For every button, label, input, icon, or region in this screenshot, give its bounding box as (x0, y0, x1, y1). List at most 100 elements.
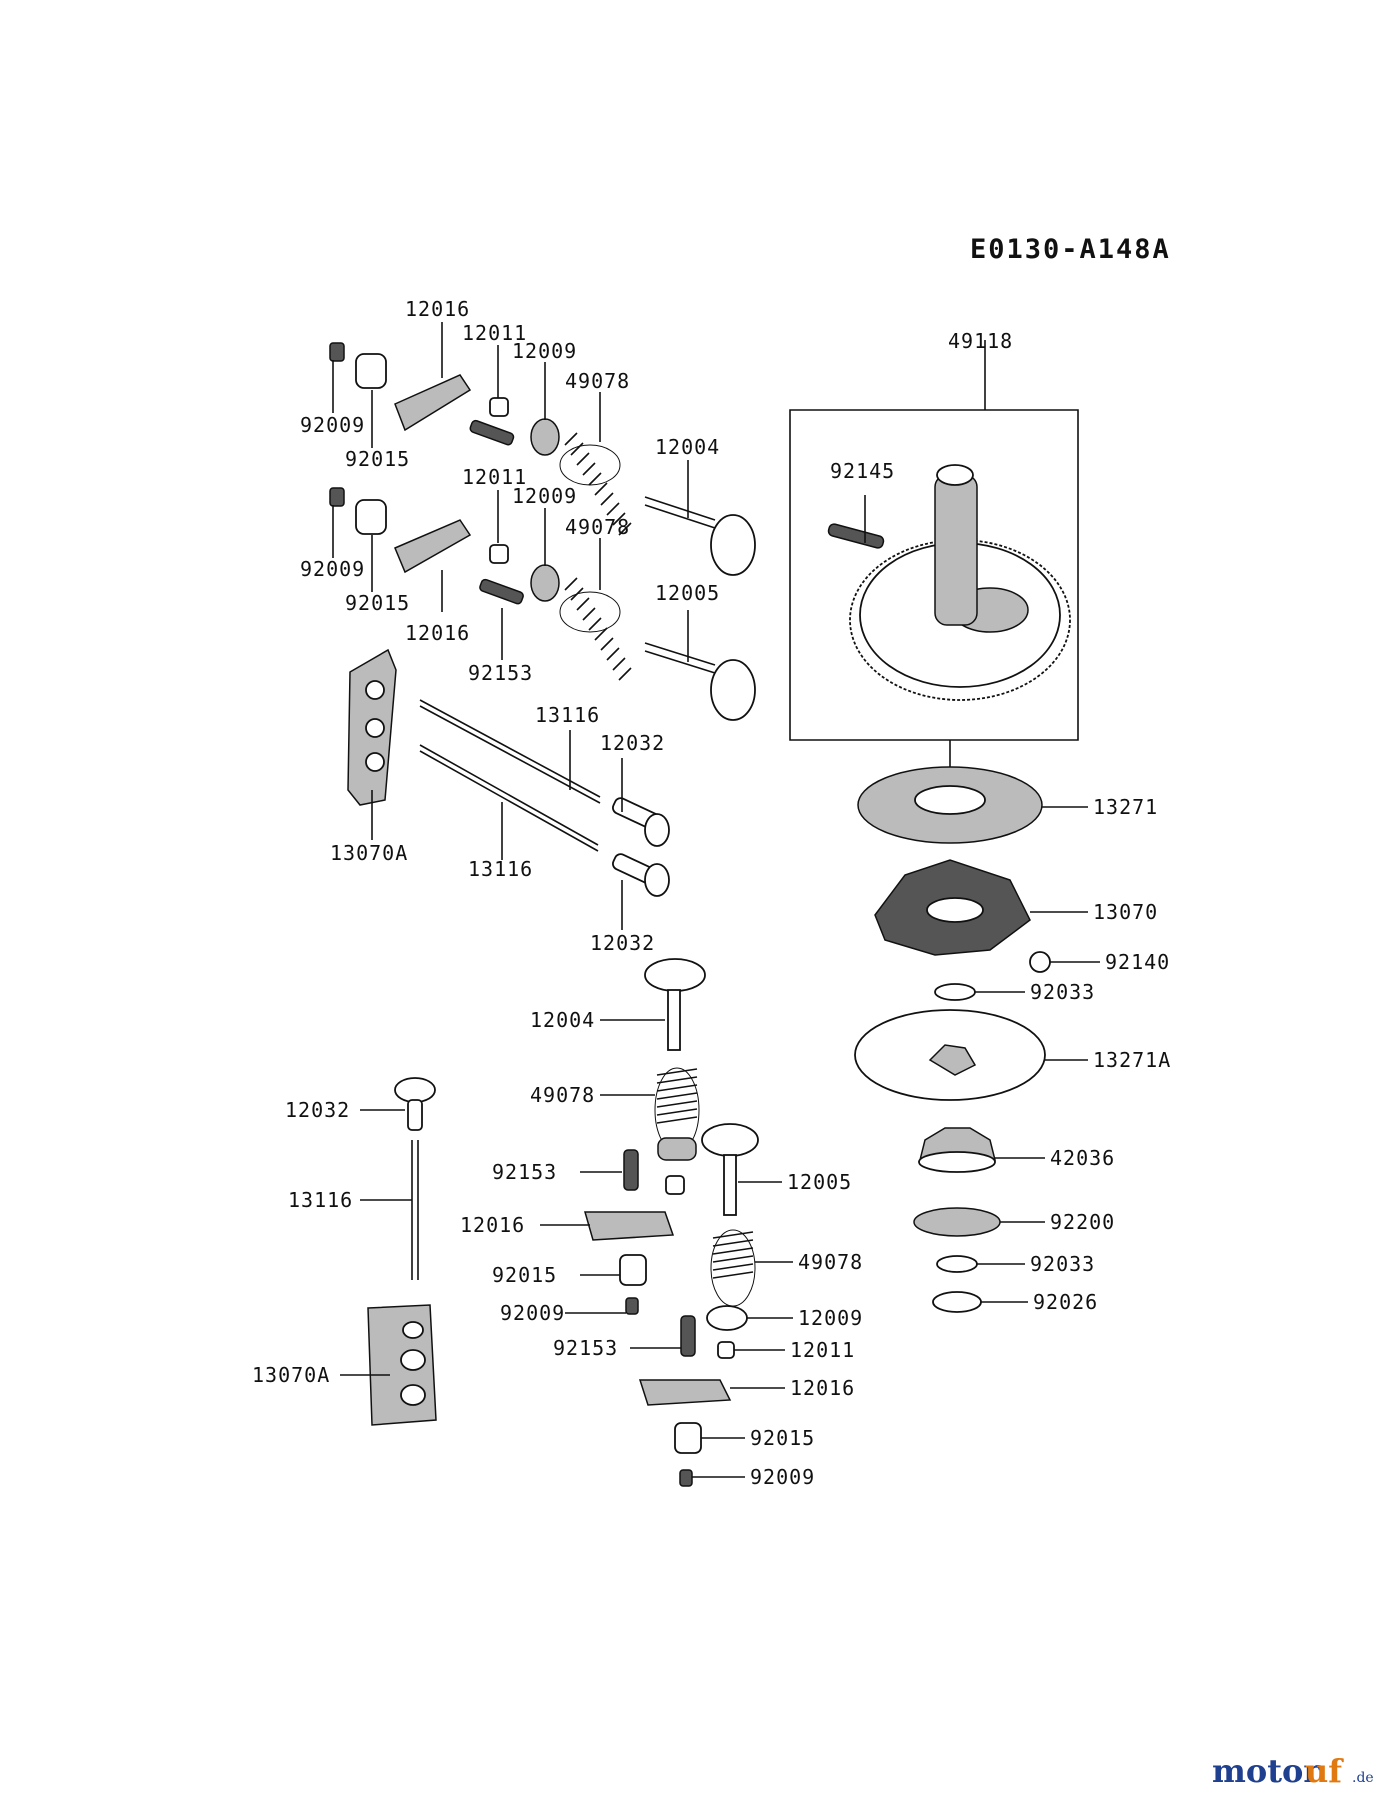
part-label: 92033 (1030, 980, 1095, 1004)
part-label: 49078 (565, 369, 630, 393)
pivot-lower-2 (674, 1422, 702, 1454)
spring-retainer-nut (489, 544, 509, 564)
push-rod-lower-left (411, 1140, 419, 1280)
part-label: 12032 (600, 731, 665, 755)
part-label: 92033 (1030, 1252, 1095, 1276)
thrust-washer-13271 (857, 766, 1043, 844)
part-label: 12016 (405, 621, 470, 645)
rocker-arm-lower-1 (584, 1211, 675, 1241)
governor-plate (854, 1009, 1046, 1101)
valve-spring (559, 432, 632, 536)
rocker-arm (394, 374, 472, 432)
part-label: 92140 (1105, 950, 1170, 974)
part-label: 12032 (285, 1098, 350, 1122)
circlip-lower (936, 1255, 978, 1273)
part-label: 42036 (1050, 1146, 1115, 1170)
part-label: 13116 (535, 703, 600, 727)
part-label: 13070A (330, 841, 408, 865)
adjuster-screw (329, 342, 345, 362)
camshaft-group-frame (789, 409, 1079, 741)
part-label: 49078 (530, 1083, 595, 1107)
pivot-nut (355, 353, 387, 389)
part-label: 12009 (512, 339, 577, 363)
rocker-arm (394, 519, 472, 574)
part-labels: 12016 12011 12009 49078 92009 92015 1200… (252, 297, 1171, 1489)
retainer-lower (657, 1137, 697, 1161)
svg-text:motor: motor (1212, 1752, 1321, 1790)
upper-rocker-assembly-2 (329, 487, 756, 721)
adjuster-lower-2 (679, 1469, 693, 1487)
valve-spring (559, 577, 632, 681)
part-label: 12011 (462, 465, 527, 489)
part-label: 92015 (345, 447, 410, 471)
part-label: 12004 (655, 435, 720, 459)
part-label: 13116 (288, 1188, 353, 1212)
guide-hole (365, 718, 385, 738)
svg-text:.de: .de (1352, 1770, 1374, 1786)
governor-sleeve (918, 1127, 996, 1173)
part-label: 92009 (750, 1465, 815, 1489)
adjuster-screw (329, 487, 345, 507)
adjuster-lower-1 (625, 1297, 639, 1315)
part-label: 12032 (590, 931, 655, 955)
circlip-upper (934, 983, 976, 1001)
valve (644, 496, 756, 576)
part-label: 12005 (787, 1170, 852, 1194)
diagram-code: E0130-A148A (970, 234, 1171, 265)
valve-spring-lower-2 (710, 1229, 756, 1307)
part-label: 92153 (468, 661, 533, 685)
tappet-lower (612, 853, 670, 897)
governor-flyweight-holder (874, 859, 1031, 956)
leader-lines (332, 322, 1100, 1478)
part-label: 13070 (1093, 900, 1158, 924)
part-label: 12011 (462, 321, 527, 345)
part-label: 13271A (1093, 1048, 1171, 1072)
pivot-nut (355, 499, 387, 535)
part-label: 92009 (300, 557, 365, 581)
part-label: 12004 (530, 1008, 595, 1032)
camshaft (934, 464, 978, 626)
part-label: 92200 (1050, 1210, 1115, 1234)
part-label: 12009 (798, 1306, 863, 1330)
part-label: 92145 (830, 459, 895, 483)
valve (644, 642, 756, 721)
part-label: 92015 (345, 591, 410, 615)
valve-lower-12004 (644, 958, 706, 1051)
tappet-lower-left (394, 1077, 436, 1131)
part-label: 92015 (492, 1263, 557, 1287)
watermark-logo: motor uf .de (1212, 1752, 1374, 1790)
push-rod-guide-lower (367, 1304, 437, 1426)
part-label: 49118 (948, 329, 1013, 353)
part-label: 92153 (553, 1336, 618, 1360)
retainer-nut-lower-2 (717, 1341, 735, 1359)
retainer-nut (665, 1175, 685, 1195)
part-label: 92026 (1033, 1290, 1098, 1314)
part-label: 92009 (300, 413, 365, 437)
stud-lower-2 (680, 1315, 696, 1357)
part-label: 12011 (790, 1338, 855, 1362)
part-label: 12016 (460, 1213, 525, 1237)
part-label: 12016 (790, 1376, 855, 1400)
part-label: 12016 (405, 297, 470, 321)
push-rod-lower (419, 744, 599, 852)
guide-hole (365, 752, 385, 772)
tappet-upper (612, 797, 670, 847)
spring-retainer (530, 564, 560, 602)
governor-ball (1029, 951, 1051, 973)
spring-retainer (530, 418, 560, 456)
valve-lower-12005 (701, 1123, 759, 1216)
spring-retainer-nut (489, 397, 509, 417)
guide-hole (365, 680, 385, 700)
svg-text:uf: uf (1305, 1752, 1344, 1790)
part-label: 13116 (468, 857, 533, 881)
governor-pin (827, 523, 885, 549)
part-label: 92009 (500, 1301, 565, 1325)
part-label: 49078 (798, 1250, 863, 1274)
stud-lower-1 (623, 1149, 639, 1191)
part-label: 12009 (512, 484, 577, 508)
part-label: 13271 (1093, 795, 1158, 819)
part-label: 49078 (565, 515, 630, 539)
pivot-lower-1 (619, 1254, 647, 1286)
rocker-arm-lower-2 (638, 1379, 732, 1406)
upper-rocker-assembly-1 (329, 342, 756, 576)
